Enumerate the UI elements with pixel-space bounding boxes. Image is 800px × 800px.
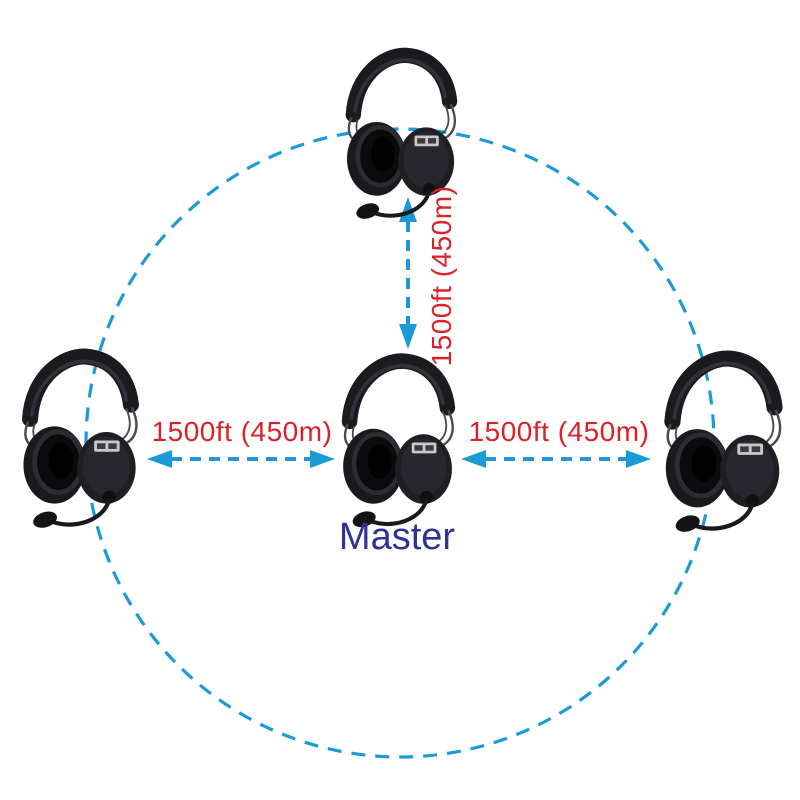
headset-icon-left (23, 357, 136, 531)
arrow-head-left-icon (147, 450, 172, 468)
distance-label-left: 1500ft (450m) (151, 416, 333, 447)
distance-label-right: 1500ft (450m) (468, 416, 650, 447)
distance-arrow-left (147, 450, 335, 468)
arrow-head-left-icon (461, 450, 486, 468)
arrow-head-right-icon (310, 450, 335, 468)
distance-arrow-vertical (399, 197, 417, 349)
distance-label-vertical: 1500ft (450m) (426, 185, 457, 367)
headset-icon-right (666, 359, 780, 535)
headset-icon-master (343, 361, 453, 530)
arrow-head-right-icon (626, 450, 651, 468)
distance-arrow-right (461, 450, 651, 468)
master-label: Master (338, 516, 456, 558)
arrow-head-down-icon (399, 324, 417, 349)
